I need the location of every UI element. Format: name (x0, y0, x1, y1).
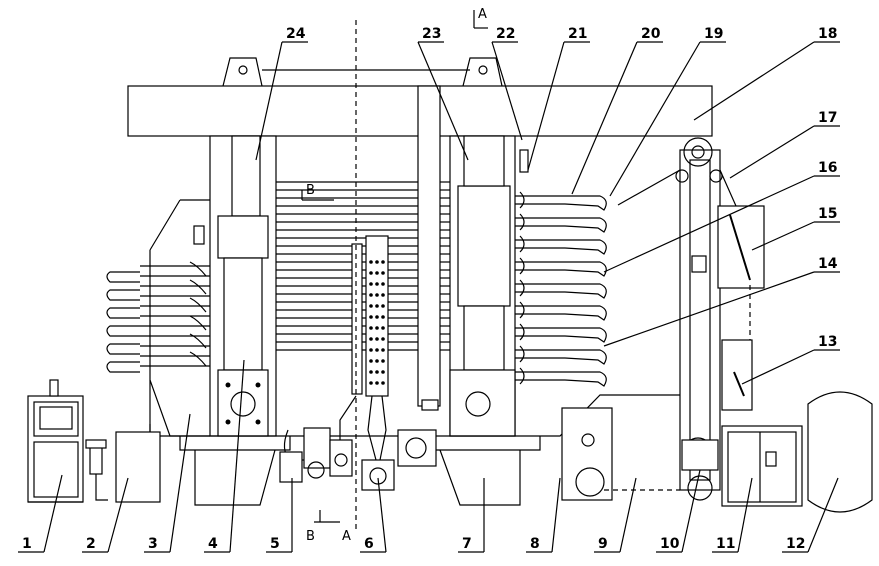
part-label-2: 2 (86, 536, 96, 552)
part-label-16: 16 (818, 160, 837, 176)
pressure-vessel (807, 391, 873, 513)
section-mark-b-mid: B (306, 183, 315, 198)
part-label-23: 23 (422, 26, 441, 42)
part-label-7: 7 (462, 536, 472, 552)
oil-tank (115, 424, 161, 503)
section-markers (301, 10, 488, 530)
feed-pipe (279, 235, 437, 491)
part-label-3: 3 (148, 536, 158, 552)
part-label-1: 1 (22, 536, 32, 552)
part-label-22: 22 (496, 26, 515, 42)
section-mark-a-bottom: A (342, 529, 351, 544)
cylinder-assembly (417, 85, 516, 437)
right-plate-stack (515, 149, 607, 387)
part-label-11: 11 (716, 536, 735, 552)
part-label-20: 20 (641, 26, 661, 42)
part-label-12: 12 (786, 536, 805, 552)
pump-unit (85, 439, 108, 501)
part-label-19: 19 (704, 26, 723, 42)
left-frame (209, 135, 277, 437)
part-label-24: 24 (286, 26, 306, 42)
part-label-13: 13 (818, 334, 837, 350)
section-mark-a-top: A (478, 7, 487, 22)
part-label-4: 4 (208, 536, 218, 552)
part-label-8: 8 (530, 536, 540, 552)
part-label-5: 5 (270, 536, 280, 552)
electrical-box (721, 425, 803, 507)
control-cabinet (27, 379, 84, 503)
part-label-21: 21 (568, 26, 587, 42)
part-label-18: 18 (818, 26, 837, 42)
leader-lines (18, 41, 840, 553)
part-label-6: 6 (364, 536, 374, 552)
plate-shifter-drive (617, 137, 765, 491)
left-plate-stack (106, 199, 210, 437)
part-label-17: 17 (818, 110, 837, 126)
part-label-15: 15 (818, 206, 837, 222)
section-mark-b-bottom: B (306, 529, 315, 544)
part-label-9: 9 (598, 536, 608, 552)
part-label-14: 14 (818, 256, 838, 272)
middle-plate-lines (276, 181, 450, 351)
base-hopper (149, 380, 719, 506)
part-label-10: 10 (660, 536, 680, 552)
